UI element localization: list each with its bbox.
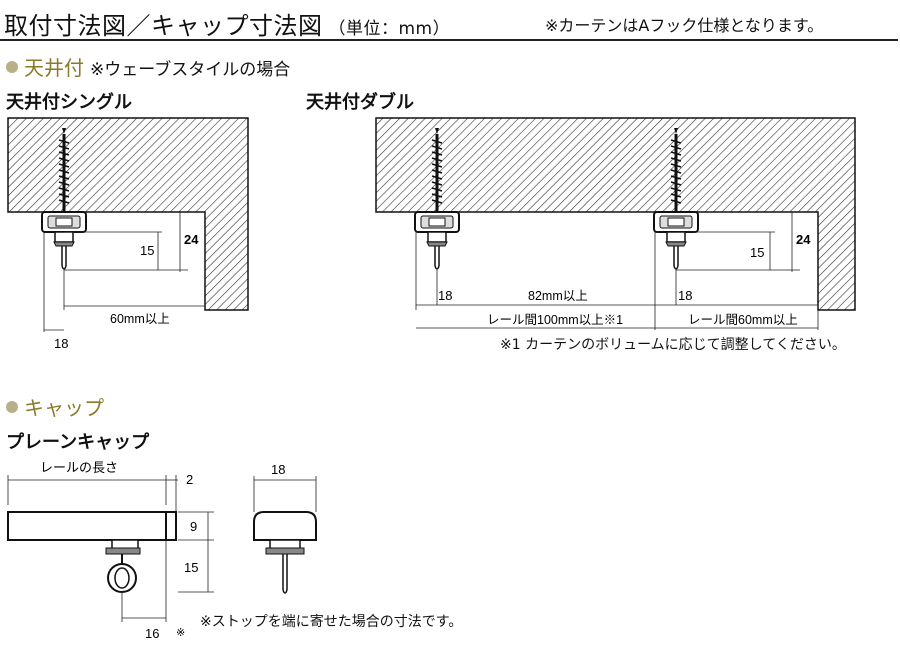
title-rule: [0, 39, 898, 41]
title-text: 取付寸法図／キャップ寸法図: [4, 12, 323, 40]
rail-length-label: レールの長さ: [40, 460, 118, 475]
cap-dim-15: 15: [184, 560, 198, 575]
double-dim-18-right: 18: [678, 288, 692, 303]
section-dot-icon: [6, 61, 18, 73]
cap-dim-2: 2: [186, 472, 193, 487]
cap-section-heading: キャップ: [6, 392, 104, 421]
plain-cap-title: プレーンキャップ: [6, 432, 150, 453]
cap-front-drawing: 18: [253, 462, 317, 594]
hook-note: ※カーテンはAフック仕様となります。: [545, 16, 824, 35]
double-dim-82: 82mm以上: [528, 289, 588, 303]
double-ceiling-drawing: 15 24 18 82mm以上 18 レール間100mm以上※1 レール間60m…: [375, 117, 856, 330]
cap-dim-9: 9: [190, 519, 197, 534]
cap-note: ※ストップを端に寄せた場合の寸法です。: [200, 614, 463, 630]
single-dim-18: 18: [54, 336, 68, 351]
ceiling-section-label: 天井付: [24, 56, 84, 80]
single-title: 天井付シングル: [6, 92, 132, 113]
unit-label: （単位：mm）: [328, 19, 451, 39]
cap-dim-18: 18: [271, 462, 285, 477]
cap-dim-16: 16: [145, 626, 159, 641]
single-dim-60: 60mm以上: [110, 312, 170, 326]
double-bracket-right-icon: [653, 211, 699, 270]
single-dim-24: 24: [184, 232, 199, 247]
double-bracket-left-icon: [414, 211, 460, 270]
ceiling-section-heading: 天井付 ※ウェーブスタイルの場合: [6, 52, 290, 81]
double-rail-gap-1: レール間100mm以上※1: [487, 313, 623, 327]
double-dim-18-left: 18: [438, 288, 452, 303]
cap-dim-16-mark: ※: [176, 627, 185, 639]
double-dim-24: 24: [796, 232, 811, 247]
single-bracket-icon: [41, 211, 87, 270]
cap-section-label: キャップ: [24, 396, 104, 420]
ceiling-section-sub: ※ウェーブスタイルの場合: [90, 60, 291, 80]
double-title: 天井付ダブル: [306, 92, 414, 113]
cap-side-drawing: レールの長さ 2 9 15 16 ※: [7, 460, 214, 641]
double-rail-gap-2: レール間60mm以上: [688, 313, 798, 327]
single-dim-15: 15: [140, 243, 154, 258]
section-dot-icon: [6, 401, 18, 413]
page-title: 取付寸法図／キャップ寸法図（単位：mm）: [4, 6, 450, 41]
double-footnote: ※1 カーテンのボリュームに応じて調整してください。: [500, 337, 846, 353]
single-ceiling-drawing: 15 24 60mm以上 18: [7, 117, 249, 351]
double-dim-15: 15: [750, 245, 764, 260]
